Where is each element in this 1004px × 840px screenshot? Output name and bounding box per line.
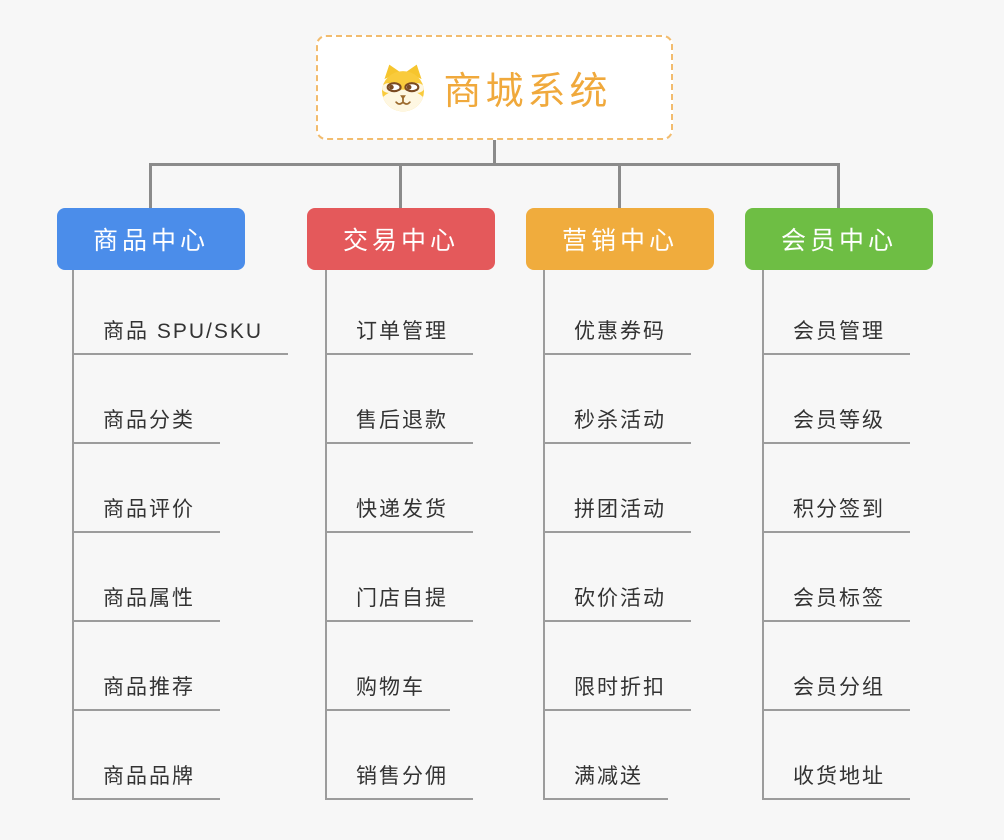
leaf-label: 会员等级 — [793, 408, 885, 432]
leaf-item[interactable]: 商品推荐 — [72, 622, 220, 711]
connector-drop-product — [149, 163, 152, 209]
leaf-label: 限时折扣 — [574, 675, 666, 699]
leaf-item[interactable]: 秒杀活动 — [543, 355, 691, 444]
leaf-item[interactable]: 门店自提 — [325, 533, 473, 622]
leaf-item[interactable]: 满减送 — [543, 711, 668, 800]
leaf-label: 拼团活动 — [574, 497, 666, 521]
leaf-item[interactable]: 商品属性 — [72, 533, 220, 622]
branch-member-center[interactable]: 会员中心 — [745, 208, 933, 270]
leaf-item[interactable]: 会员管理 — [762, 268, 910, 355]
shiba-dog-icon — [377, 63, 429, 113]
leaf-label: 砍价活动 — [574, 586, 666, 610]
leaf-item[interactable]: 购物车 — [325, 622, 450, 711]
leaf-label: 积分签到 — [793, 497, 885, 521]
leaf-item[interactable]: 会员标签 — [762, 533, 910, 622]
leaf-item[interactable]: 售后退款 — [325, 355, 473, 444]
leaf-list-trade-center: 订单管理 售后退款 快递发货 门店自提 购物车 销售分佣 — [325, 268, 473, 800]
connector-drop-marketing — [618, 163, 621, 209]
leaf-label: 商品品牌 — [103, 764, 195, 788]
leaf-item[interactable]: 会员分组 — [762, 622, 910, 711]
leaf-item[interactable]: 订单管理 — [325, 268, 473, 355]
leaf-label: 销售分佣 — [356, 764, 448, 788]
connector-drop-member — [837, 163, 840, 209]
leaf-list-product-center: 商品 SPU/SKU 商品分类 商品评价 商品属性 商品推荐 商品品牌 — [72, 268, 289, 800]
leaf-label: 商品属性 — [103, 586, 195, 610]
leaf-label: 购物车 — [356, 675, 425, 699]
leaf-item[interactable]: 砍价活动 — [543, 533, 691, 622]
leaf-item[interactable]: 拼团活动 — [543, 444, 691, 533]
leaf-label: 优惠券码 — [574, 319, 666, 343]
branch-trade-center[interactable]: 交易中心 — [307, 208, 495, 270]
root-node[interactable]: 商城系统 — [316, 35, 673, 140]
leaf-item[interactable]: 会员等级 — [762, 355, 910, 444]
leaf-label: 商品评价 — [103, 497, 195, 521]
leaf-label: 快递发货 — [356, 497, 448, 521]
leaf-label: 门店自提 — [356, 586, 448, 610]
leaf-label: 会员管理 — [793, 319, 885, 343]
connector-drop-trade — [399, 163, 402, 209]
leaf-item[interactable]: 积分签到 — [762, 444, 910, 533]
leaf-label: 收货地址 — [793, 764, 885, 788]
spine-product-center — [72, 270, 74, 800]
spine-member-center — [762, 270, 764, 800]
leaf-item[interactable]: 商品品牌 — [72, 711, 220, 800]
connector-horizontal — [149, 163, 840, 166]
leaf-item[interactable]: 优惠券码 — [543, 268, 691, 355]
branch-product-center[interactable]: 商品中心 — [57, 208, 245, 270]
leaf-label: 会员标签 — [793, 586, 885, 610]
leaf-item[interactable]: 快递发货 — [325, 444, 473, 533]
leaf-list-member-center: 会员管理 会员等级 积分签到 会员标签 会员分组 收货地址 — [762, 268, 910, 800]
leaf-label: 会员分组 — [793, 675, 885, 699]
leaf-item[interactable]: 限时折扣 — [543, 622, 691, 711]
leaf-item[interactable]: 商品评价 — [72, 444, 220, 533]
leaf-list-marketing-center: 优惠券码 秒杀活动 拼团活动 砍价活动 限时折扣 满减送 — [543, 268, 691, 800]
leaf-label: 订单管理 — [356, 319, 448, 343]
leaf-label: 商品推荐 — [103, 675, 195, 699]
leaf-label: 秒杀活动 — [574, 408, 666, 432]
connector-root-stem — [493, 140, 496, 164]
branch-marketing-center[interactable]: 营销中心 — [526, 208, 714, 270]
leaf-label: 商品 SPU/SKU — [103, 319, 264, 343]
leaf-item[interactable]: 商品 SPU/SKU — [72, 268, 289, 355]
leaf-item[interactable]: 商品分类 — [72, 355, 220, 444]
leaf-item[interactable]: 收货地址 — [762, 711, 910, 800]
leaf-label: 满减送 — [574, 764, 643, 788]
spine-marketing-center — [543, 270, 545, 800]
leaf-label: 商品分类 — [103, 408, 195, 432]
leaf-item[interactable]: 销售分佣 — [325, 711, 473, 800]
root-title: 商城系统 — [443, 71, 612, 113]
leaf-label: 售后退款 — [356, 408, 448, 432]
spine-trade-center — [325, 270, 327, 800]
